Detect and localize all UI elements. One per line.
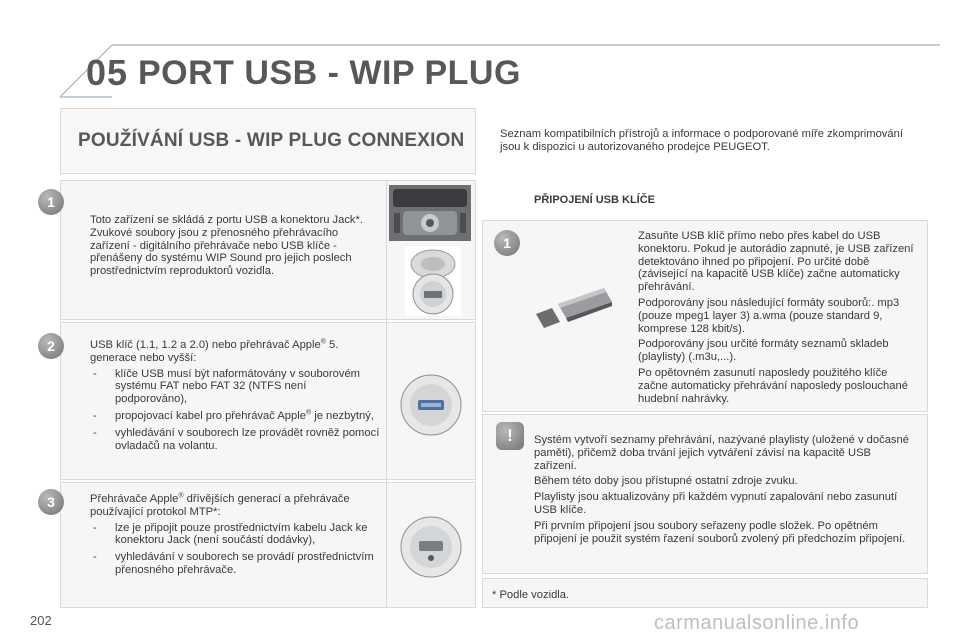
- section-title: POUŽÍVÁNÍ USB - WIP PLUG CONNEXION: [78, 130, 465, 151]
- warning-icon: !: [496, 422, 524, 450]
- section-title-panel: [60, 108, 476, 174]
- step-2-intro: USB klíč (1.1, 1.2 a 2.0) nebo přehrávač…: [90, 338, 339, 364]
- photo-column-divider: [386, 180, 387, 608]
- warning-text: Systém vytvoří seznamy přehrávání, nazýv…: [534, 434, 912, 548]
- intro-text: Seznam kompatibilních přístrojů a inform…: [500, 128, 903, 153]
- jack-port-photo: [400, 516, 462, 578]
- usb-key-instructions: Zasuňte USB klíč přímo nebo přes kabel d…: [638, 230, 920, 408]
- list-item: vyhledávání v souborech lze provádět rov…: [90, 427, 380, 453]
- header-decoration: [59, 44, 940, 98]
- chapter-title: PORT USB - WIP PLUG: [138, 54, 521, 92]
- list-item: propojovací kabel pro přehrávač Apple® j…: [90, 409, 380, 423]
- warning-panel: [482, 414, 928, 574]
- page-number: 202: [30, 613, 52, 628]
- list-item: klíče USB musí být naformátovány v soubo…: [90, 368, 380, 406]
- warning-paragraph: Během této doby jsou přístupné ostatní z…: [534, 475, 798, 488]
- usb-port-apple-photo: [400, 374, 462, 436]
- warning-paragraph: Systém vytvoří seznamy přehrávání, nazýv…: [534, 434, 909, 472]
- footnote-panel: [482, 578, 928, 608]
- usb-key-paragraph: Podporovány jsou určité formáty seznamů …: [638, 338, 889, 364]
- step-3-number: 3: [38, 489, 64, 515]
- warning-paragraph: Při prvním připojení jsou soubory seřaze…: [534, 519, 906, 545]
- usb-key-paragraph: Zasuňte USB klíč přímo nebo přes kabel d…: [638, 230, 914, 294]
- chapter-number: 05: [86, 52, 129, 93]
- usb-key-paragraph: Po opětovném zasunutí naposledy použitéh…: [638, 366, 908, 405]
- step-2-bullets: klíče USB musí být naformátovány v soubo…: [90, 368, 380, 453]
- right-step-number: 1: [494, 230, 520, 256]
- right-section-heading: PŘIPOJENÍ USB KLÍČE: [534, 194, 656, 206]
- warning-paragraph: Playlisty jsou aktualizovány při každém …: [534, 491, 898, 516]
- usb-key-paragraph: Podporovány jsou následující formáty sou…: [638, 296, 900, 335]
- step-3-text: Přehrávače Apple® dřívějších generací a …: [90, 492, 380, 581]
- step-2-number: 2: [38, 333, 64, 359]
- footnote: * Podle vozidla.: [492, 589, 570, 601]
- step-3-intro: Přehrávače Apple® dřívějších generací a …: [90, 492, 350, 518]
- usb-port-photo: [405, 246, 461, 316]
- step-3-bullets: lze je připojit pouze prostřednictvím ka…: [90, 522, 380, 577]
- usb-key-image: [536, 288, 612, 328]
- step-2-text: USB klíč (1.1, 1.2 a 2.0) nebo přehrávač…: [90, 338, 380, 456]
- list-item: vyhledávání v souborech se provádí prost…: [90, 551, 380, 577]
- watermark: carmanualsonline.info: [654, 612, 860, 634]
- list-item: lze je připojit pouze prostřednictvím ka…: [90, 522, 380, 548]
- dashboard-photo: [389, 185, 471, 241]
- step-1-number: 1: [38, 189, 64, 215]
- step-1-text: Toto zařízení se skládá z portu USB a ko…: [90, 214, 363, 278]
